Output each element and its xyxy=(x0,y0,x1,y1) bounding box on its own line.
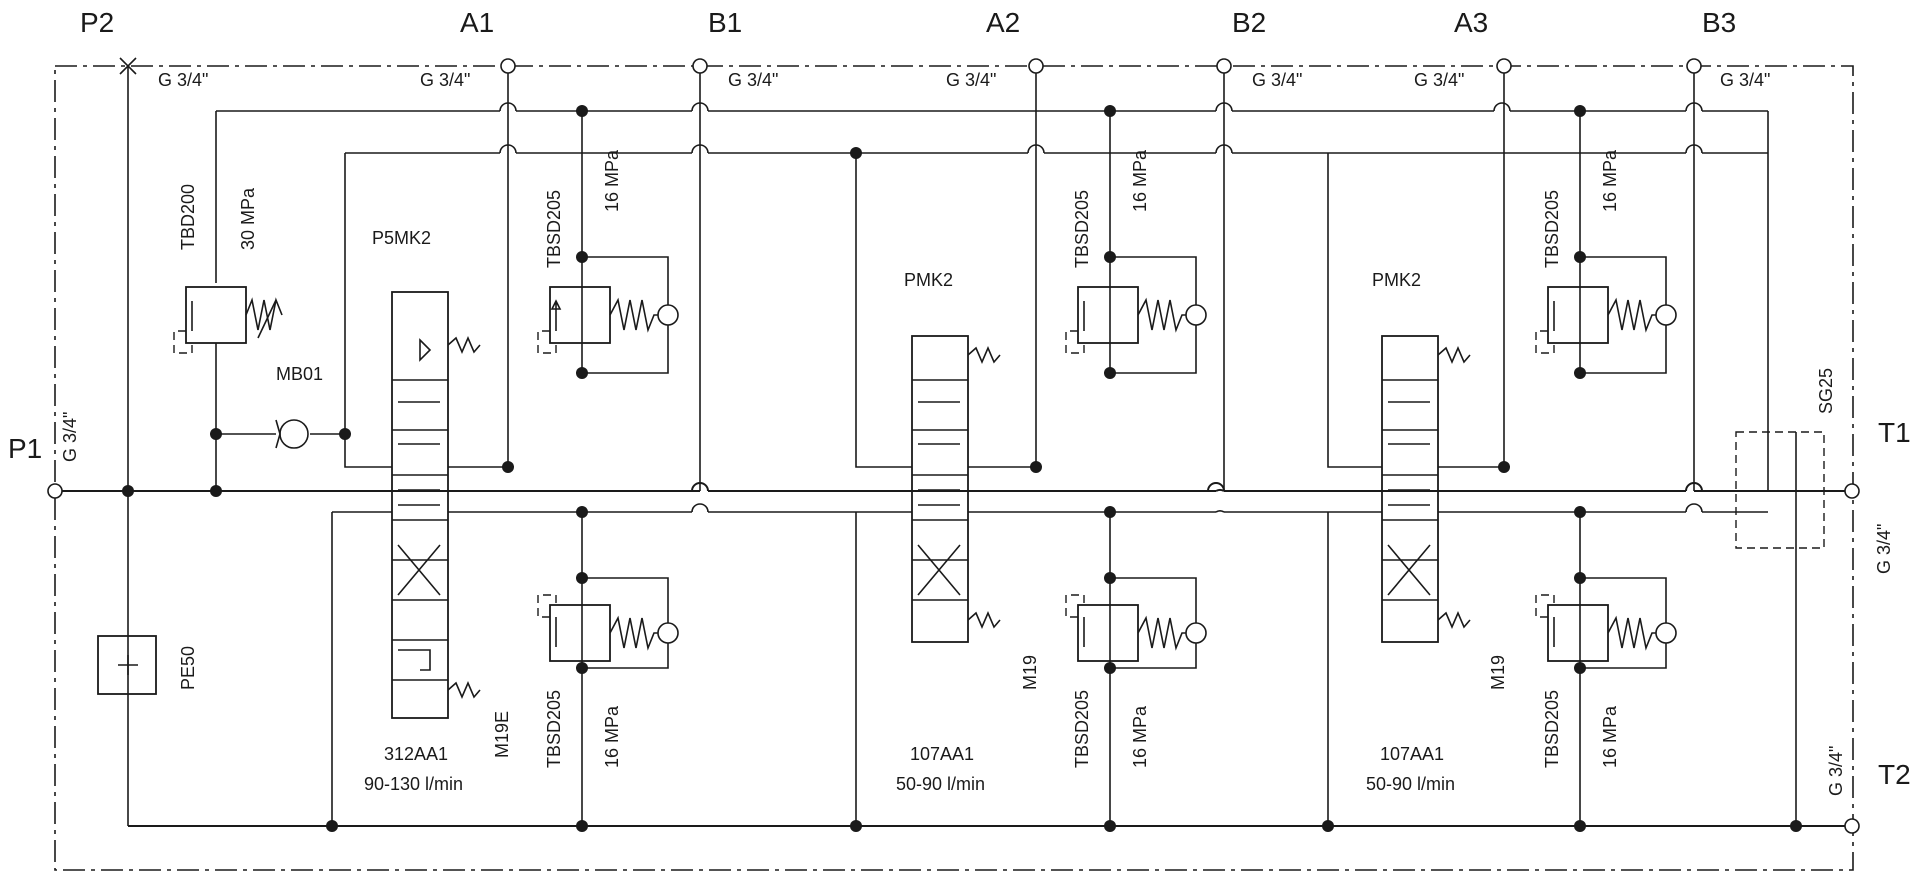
thread-t1: G 3/4" xyxy=(1874,524,1894,574)
port-p2-label: P2 xyxy=(80,7,114,38)
tank-block-label: SG25 xyxy=(1816,368,1836,414)
main-relief-symbol xyxy=(173,286,345,491)
thread-p1: G 3/4" xyxy=(60,412,80,462)
section1-relief-top-pressure: 16 MPa xyxy=(602,149,622,212)
port-b1-label: B1 xyxy=(708,7,742,38)
filter-label: PE50 xyxy=(178,646,198,690)
section3-relief-top-pressure: 16 MPa xyxy=(1600,149,1620,212)
section3-actuator: M19 xyxy=(1488,655,1508,690)
thread-b1: G 3/4" xyxy=(728,70,778,90)
block-frame xyxy=(54,65,1854,871)
main-relief-model: TBD200 xyxy=(178,184,198,250)
section1-relief-top-model: TBSD205 xyxy=(544,190,564,268)
section1-relief-bottom-pressure: 16 MPa xyxy=(602,705,622,768)
directional-valves xyxy=(391,291,1471,719)
section2-relief-top-pressure: 16 MPa xyxy=(1130,149,1150,212)
section2-actuator: M19 xyxy=(1020,655,1040,690)
section2-code: 107AA1 xyxy=(910,744,974,764)
section1-actuator: M19E xyxy=(492,711,512,758)
filter-and-tank xyxy=(97,431,1852,826)
thread-a3: G 3/4" xyxy=(1414,70,1464,90)
section3-relief-top-model: TBSD205 xyxy=(1542,190,1562,268)
port-a1-label: A1 xyxy=(460,7,494,38)
section2-relief-bottom-pressure: 16 MPa xyxy=(1130,705,1150,768)
section3-valve: PMK2 xyxy=(1372,270,1421,290)
port-p1-label: P1 xyxy=(8,433,42,464)
main-lines xyxy=(55,66,1852,827)
thread-t2: G 3/4" xyxy=(1826,746,1846,796)
section1-code: 312AA1 xyxy=(384,744,448,764)
port-connectors xyxy=(47,57,1860,834)
port-a2-label: A2 xyxy=(986,7,1020,38)
section1-relief-bottom-model: TBSD205 xyxy=(544,690,564,768)
port-t1-label: T1 xyxy=(1878,417,1911,448)
port-a3-label: A3 xyxy=(1454,7,1488,38)
junction-dots xyxy=(122,105,1802,832)
section2-relief-bottom-model: TBSD205 xyxy=(1072,690,1092,768)
main-relief-pressure: 30 MPa xyxy=(238,187,258,250)
section3-code: 107AA1 xyxy=(1380,744,1444,764)
thread-b3: G 3/4" xyxy=(1720,70,1770,90)
port-t2-label: T2 xyxy=(1878,759,1911,790)
section2-flow: 50-90 l/min xyxy=(896,774,985,794)
thread-b2: G 3/4" xyxy=(1252,70,1302,90)
section2-relief-top-model: TBSD205 xyxy=(1072,190,1092,268)
port-b3-label: B3 xyxy=(1702,7,1736,38)
thread-a2: G 3/4" xyxy=(946,70,996,90)
gauge-port-label: MB01 xyxy=(276,364,323,384)
section1-valve: P5MK2 xyxy=(372,228,431,248)
relief-valves xyxy=(537,111,1677,826)
section3-relief-bottom-pressure: 16 MPa xyxy=(1600,705,1620,768)
section1-flow: 90-130 l/min xyxy=(364,774,463,794)
section3-relief-bottom-model: TBSD205 xyxy=(1542,690,1562,768)
section2-valve: PMK2 xyxy=(904,270,953,290)
port-b2-label: B2 xyxy=(1232,7,1266,38)
thread-a1: G 3/4" xyxy=(420,70,470,90)
thread-p2: G 3/4" xyxy=(158,70,208,90)
section3-flow: 50-90 l/min xyxy=(1366,774,1455,794)
port-columns xyxy=(448,66,1695,491)
